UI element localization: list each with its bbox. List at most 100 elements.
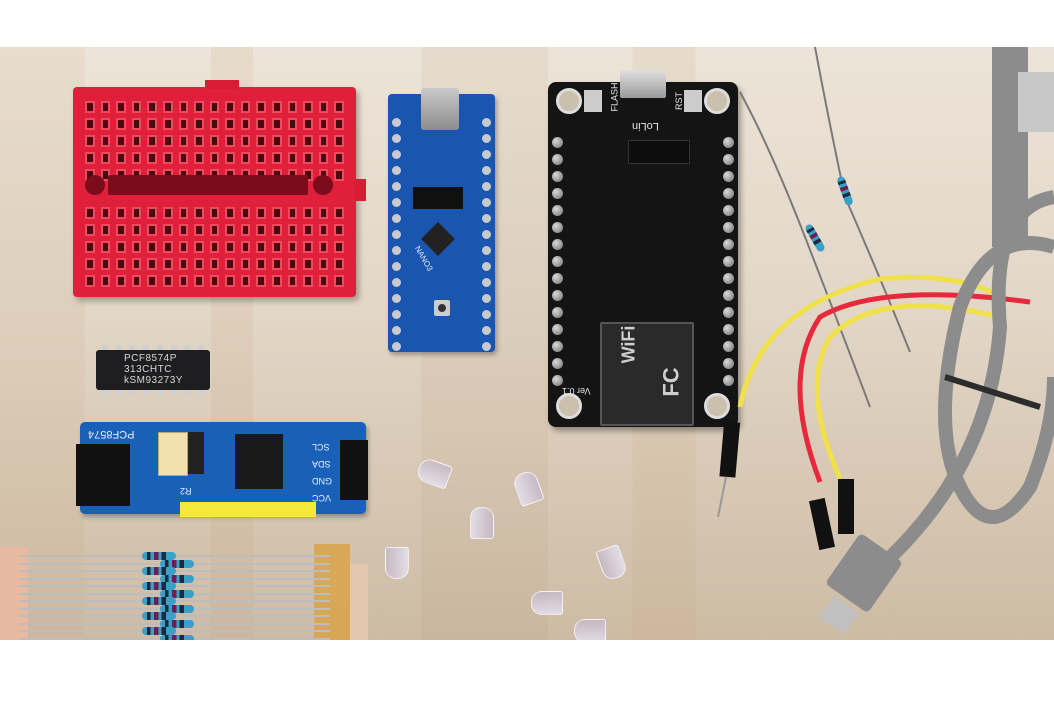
rst-button: [684, 90, 702, 112]
breadboard-hole: [162, 207, 173, 219]
header-pin: [552, 307, 563, 318]
header-pin: [552, 222, 563, 233]
resistor: [160, 634, 194, 640]
breadboard-hole: [100, 152, 111, 164]
breadboard-hole: [100, 241, 111, 253]
breadboard-hole: [100, 118, 111, 130]
breadboard-hole: [85, 118, 95, 130]
breadboard-mount-hole: [85, 175, 105, 195]
breadboard-hole: [225, 207, 235, 219]
header-pin: [723, 188, 734, 199]
wires-and-cables: [717, 47, 1054, 635]
header-pin: [723, 239, 734, 250]
header-pin: [723, 256, 734, 267]
breadboard-hole: [147, 152, 157, 164]
breadboard-hole: [303, 152, 313, 164]
breadboard-hole: [272, 152, 282, 164]
breadboard-hole: [85, 101, 95, 113]
breadboard-hole: [272, 241, 282, 253]
breadboard-hole: [85, 135, 95, 147]
breadboard-hole: [287, 241, 298, 253]
breadboard-hole: [272, 101, 282, 113]
breadboard-hole: [131, 101, 142, 113]
breadboard-hole: [334, 169, 344, 181]
led: [531, 591, 563, 615]
jumper-block: [158, 432, 188, 476]
breadboard-hole: [272, 275, 282, 287]
header-pin: [552, 154, 563, 165]
chip-line-3: kSM93273Y: [124, 375, 183, 386]
breadboard-hole: [147, 275, 157, 287]
breadboard-hole: [100, 101, 111, 113]
breadboard-hole: [318, 101, 329, 113]
ch340-chip: [628, 140, 690, 164]
breadboard-hole: [194, 101, 204, 113]
breadboard-hole: [162, 258, 173, 270]
header-pin: [552, 137, 563, 148]
breadboard-hole: [209, 258, 220, 270]
breadboard-hole: [287, 275, 298, 287]
pcf8574-dip-chip: PCF8574P 313CHTC kSM93273Y: [96, 345, 210, 395]
breadboard-hole: [272, 207, 282, 219]
mini-breadboard: [73, 80, 366, 297]
breadboard-hole: [178, 152, 189, 164]
breadboard-hole: [85, 241, 95, 253]
breadboard-hole: [318, 152, 329, 164]
breadboard-hole: [131, 258, 142, 270]
breadboard-hole: [178, 135, 189, 147]
header-pin: [723, 341, 734, 352]
breadboard-hole: [272, 118, 282, 130]
breadboard-hole: [178, 101, 189, 113]
breadboard-hole: [131, 241, 142, 253]
breadboard-hole: [194, 258, 204, 270]
usb-serial-chip: [413, 187, 463, 209]
breadboard-hole: [256, 241, 267, 253]
breadboard-hole: [209, 241, 220, 253]
breadboard-hole: [334, 224, 344, 236]
breadboard-hole: [318, 207, 329, 219]
breadboard-hole: [85, 152, 95, 164]
led: [385, 547, 409, 579]
resistor: [160, 559, 194, 568]
breadboard-hole: [303, 224, 313, 236]
breadboard-hole: [194, 207, 204, 219]
breadboard-hole: [225, 135, 235, 147]
breadboard-hole: [131, 135, 142, 147]
breadboard-hole: [131, 152, 142, 164]
header-pin: [723, 358, 734, 369]
led: [470, 507, 494, 539]
resistor: [142, 582, 176, 590]
breadboard-hole: [116, 101, 126, 113]
yellow-header: [180, 502, 316, 517]
breadboard-hole: [116, 224, 126, 236]
breadboard-hole: [194, 275, 204, 287]
breadboard-hole: [209, 101, 220, 113]
breadboard-hole: [178, 224, 189, 236]
breadboard-hole: [162, 118, 173, 130]
breadboard-hole: [256, 118, 267, 130]
breadboard-hole: [147, 224, 157, 236]
breadboard-mount-hole: [313, 175, 333, 195]
male-header: [340, 440, 368, 500]
breadboard-hole: [240, 224, 251, 236]
breadboard-hole: [334, 101, 344, 113]
resistor: [142, 597, 176, 605]
breadboard-hole: [162, 101, 173, 113]
breadboard-hole: [256, 135, 267, 147]
chip-line-1: PCF8574P: [124, 353, 177, 364]
breadboard-hole: [225, 152, 235, 164]
header-pin: [723, 154, 734, 165]
breadboard-hole: [334, 207, 344, 219]
breadboard-side-tab: [354, 179, 366, 201]
resistor: [160, 604, 194, 613]
female-header: [76, 444, 130, 506]
breadboard-hole: [287, 135, 298, 147]
resistor: [142, 567, 176, 575]
breadboard-hole: [256, 258, 267, 270]
breadboard-hole: [256, 152, 267, 164]
breadboard-hole: [240, 152, 251, 164]
breadboard-hole: [225, 241, 235, 253]
header-pin: [552, 341, 563, 352]
resistor: [160, 619, 194, 628]
header-pin: [552, 188, 563, 199]
